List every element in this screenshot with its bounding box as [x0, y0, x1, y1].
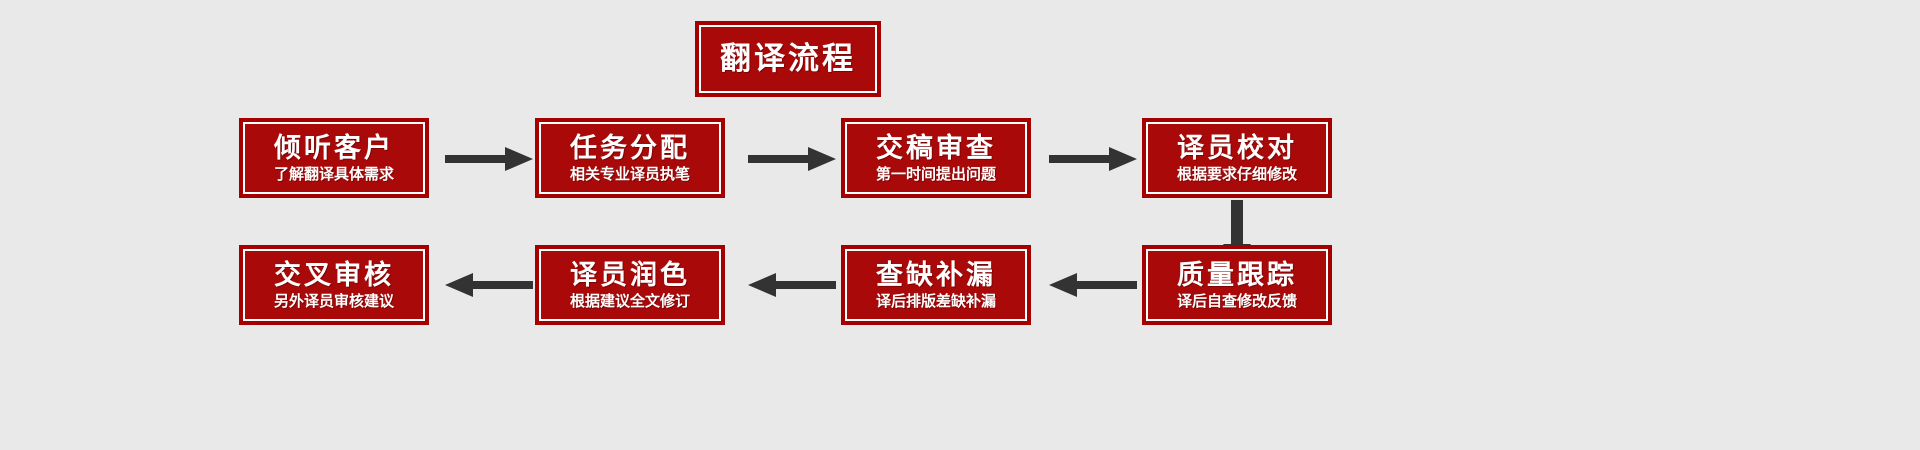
flowchart-title-box: 翻译流程	[695, 21, 881, 97]
step-box-gap-check[interactable]: 查缺补漏 译后排版差缺补漏	[841, 245, 1031, 325]
step-box-cross-review[interactable]: 交叉审核 另外译员审核建议	[239, 245, 429, 325]
step-title: 倾听客户	[274, 132, 394, 164]
step-box-translator-polish[interactable]: 译员润色 根据建议全文修订	[535, 245, 725, 325]
flowchart-title-label: 翻译流程	[720, 40, 856, 77]
step-title: 任务分配	[570, 132, 690, 164]
step-box-quality-tracking[interactable]: 质量跟踪 译后自查修改反馈	[1142, 245, 1332, 325]
step-box-task-assignment[interactable]: 任务分配 相关专业译员执笔	[535, 118, 725, 198]
arrow-step7-to-step8-icon	[443, 268, 535, 302]
step-subtitle: 根据建议全文修订	[569, 292, 690, 311]
step-subtitle: 另外译员审核建议	[273, 292, 394, 311]
step-subtitle: 相关专业译员执笔	[569, 165, 690, 184]
arrow-step3-to-step4-icon	[1047, 142, 1139, 176]
step-box-translator-proofread[interactable]: 译员校对 根据要求仔细修改	[1142, 118, 1332, 198]
step-subtitle: 了解翻译具体需求	[273, 165, 394, 184]
step-subtitle: 译后排版差缺补漏	[875, 292, 996, 311]
step-subtitle: 第一时间提出问题	[875, 165, 996, 184]
step-box-draft-review[interactable]: 交稿审查 第一时间提出问题	[841, 118, 1031, 198]
step-box-listen-to-client[interactable]: 倾听客户 了解翻译具体需求	[239, 118, 429, 198]
step-subtitle: 根据要求仔细修改	[1176, 165, 1297, 184]
step-title: 质量跟踪	[1177, 259, 1297, 291]
step-title: 交稿审查	[876, 132, 996, 164]
arrow-step2-to-step3-icon	[746, 142, 838, 176]
arrow-step6-to-step7-icon	[746, 268, 838, 302]
arrow-step1-to-step2-icon	[443, 142, 535, 176]
step-subtitle: 译后自查修改反馈	[1176, 292, 1297, 311]
step-title: 交叉审核	[274, 259, 394, 291]
step-title: 译员校对	[1177, 132, 1297, 164]
step-title: 译员润色	[570, 259, 690, 291]
arrow-step5-to-step6-icon	[1047, 268, 1139, 302]
step-title: 查缺补漏	[876, 259, 996, 291]
